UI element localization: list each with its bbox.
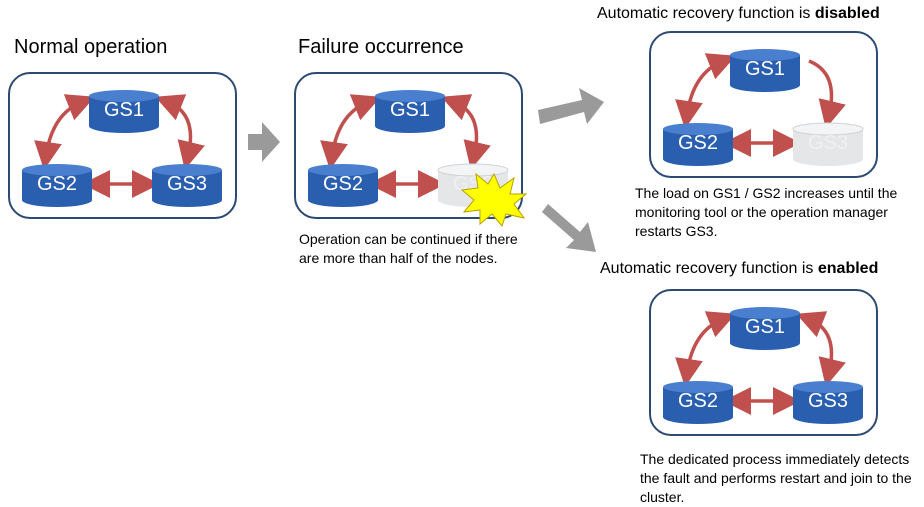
enabled-link-arrows [675, 311, 846, 415]
normal-gs3-label: GS3 [166, 173, 208, 195]
disabled-gs3-node: GS3 [791, 121, 865, 167]
enabled-gs3-label: GS3 [807, 390, 849, 412]
failure-burst-icon [460, 172, 528, 228]
failure-note: Operation can be continued if there are … [299, 231, 518, 266]
database-icon [22, 164, 92, 207]
enabled-gs2-node: GS2 [661, 379, 735, 425]
normal-operation-title: Normal operation [14, 36, 168, 58]
database-icon [663, 381, 733, 424]
disabled-gs2-label: GS2 [677, 132, 719, 154]
normal-gs2-label: GS2 [36, 173, 78, 195]
database-icon [730, 307, 800, 350]
normal-gs1-label: GS1 [103, 99, 145, 121]
disabled-title-prefix: Automatic recovery function is [597, 5, 815, 22]
enabled-recovery-panel: GS1 GS2 GS3 [649, 289, 878, 436]
database-icon [89, 90, 159, 133]
enabled-gs1-label: GS1 [744, 316, 786, 338]
normal-link-arrows [34, 94, 205, 198]
normal-operation-panel: GS1 GS2 GS3 [8, 72, 237, 219]
database-icon [793, 381, 863, 424]
failure-gs2-label: GS2 [322, 173, 364, 195]
disabled-gs1-label: GS1 [744, 58, 786, 80]
disabled-gs2-node: GS2 [661, 121, 735, 167]
disabled-gs3-label: GS3 [807, 132, 849, 154]
disabled-recovery-panel: GS1 GS2 GS3 [649, 31, 878, 178]
enabled-gs2-label: GS2 [677, 390, 719, 412]
enabled-panel-title: Automatic recovery function is enabled [600, 260, 878, 278]
database-icon [730, 49, 800, 92]
disabled-link-arrows [675, 53, 846, 157]
normal-gs3-node: GS3 [150, 162, 224, 208]
failure-occurrence-panel: GS1 GS2 GS3 [294, 72, 528, 228]
enabled-title-prefix: Automatic recovery function is [600, 260, 818, 277]
flow-arrow-normal-to-failure [248, 122, 280, 162]
database-icon [663, 123, 733, 166]
database-icon [308, 164, 378, 207]
failure-occurrence-title: Failure occurrence [298, 36, 464, 58]
failure-gs1-node: GS1 [373, 88, 447, 134]
enabled-note: The dedicated process immediately detect… [640, 451, 912, 505]
enabled-gs1-node: GS1 [728, 305, 802, 351]
database-icon [375, 90, 445, 133]
disabled-title-bold: disabled [814, 5, 880, 22]
disabled-panel-title: Automatic recovery function is disabled [597, 5, 880, 23]
failure-gs2-node: GS2 [306, 162, 380, 208]
enabled-title-bold: enabled [817, 260, 879, 277]
normal-gs2-node: GS2 [20, 162, 94, 208]
disabled-gs1-node: GS1 [728, 47, 802, 93]
database-icon [152, 164, 222, 207]
normal-gs1-node: GS1 [87, 88, 161, 134]
database-icon [792, 122, 864, 166]
failure-gs1-label: GS1 [389, 99, 431, 121]
flow-arrow-to-disabled [538, 88, 604, 124]
flow-arrow-to-enabled [542, 204, 596, 252]
failure-link-arrows [320, 94, 491, 198]
disabled-note: The load on GS1 / GS2 increases until th… [635, 185, 898, 239]
enabled-gs3-node: GS3 [791, 379, 865, 425]
